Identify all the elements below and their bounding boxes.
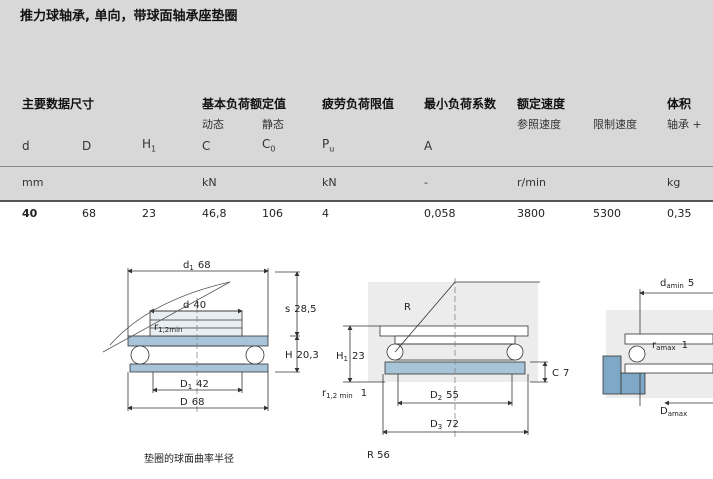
- row-D: 68: [82, 207, 96, 220]
- subgroup-static: 静态: [262, 118, 284, 131]
- group-fatigue: 疲劳负荷限值: [322, 97, 395, 111]
- drawing-1-caption: 垫圈的球面曲率半径: [144, 454, 234, 465]
- header-band: [0, 0, 713, 201]
- group-mass: 体积: [667, 97, 692, 111]
- row-C0: 106: [262, 207, 283, 220]
- group-speeds: 额定速度: [517, 97, 566, 111]
- symbol-H1: H1: [142, 137, 157, 154]
- row-mass: 0,35: [667, 207, 692, 220]
- symbol-C: C: [202, 139, 211, 153]
- group-load-ratings: 基本负荷额定值: [202, 97, 287, 111]
- group-main-dims: 主要数据尺寸: [22, 97, 95, 111]
- page-title: 推力球轴承, 单向，带球面轴承座垫圈: [20, 9, 238, 24]
- Da-label: Damax: [660, 406, 687, 418]
- row-lim-speed: 5300: [593, 207, 621, 220]
- unit-kn-1: kN: [202, 176, 217, 189]
- row-H1: 23: [142, 207, 156, 220]
- symbol-Pu: Pu: [322, 137, 335, 154]
- group-min-load: 最小负荷系数: [424, 97, 497, 111]
- unit-rmin: r/min: [517, 176, 546, 189]
- unit-kg: kg: [667, 176, 681, 189]
- row-C: 46,8: [202, 207, 227, 220]
- r12min-label: r1,2min: [154, 322, 182, 334]
- drawing-2-section: [343, 278, 548, 438]
- drawing-3-section: [602, 289, 713, 406]
- row-ref-speed: 3800: [517, 207, 545, 220]
- unit-mm: mm: [22, 176, 44, 189]
- symbol-D: D: [82, 139, 92, 153]
- row-Pu: 4: [322, 207, 329, 220]
- subgroup-limiting-speed: 限制速度: [593, 118, 637, 131]
- symbol-C0: C0: [262, 137, 276, 154]
- units-divider: [0, 200, 713, 202]
- subgroup-dynamic: 动态: [202, 118, 224, 131]
- drawing-1-section: [102, 268, 300, 415]
- symbol-d: d: [22, 139, 30, 153]
- row-d: 40: [22, 207, 38, 220]
- symbol-A: A: [424, 139, 433, 153]
- R-label: R: [404, 302, 411, 313]
- subgroup-bearing: 轴承 +: [667, 118, 702, 131]
- row-A: 0,058: [424, 207, 456, 220]
- unit-kn-2: kN: [322, 176, 337, 189]
- subgroup-reference-speed: 参照速度: [517, 118, 561, 131]
- drawing-2-caption: R 56: [367, 450, 390, 461]
- unit-dash: -: [424, 176, 428, 189]
- header-divider: [0, 166, 713, 167]
